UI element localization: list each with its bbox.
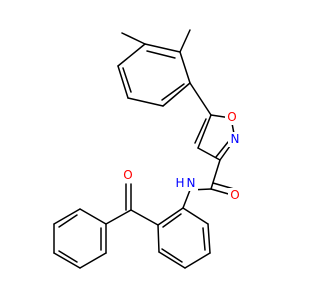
bond	[117, 43, 146, 67]
bond	[144, 43, 181, 53]
structure-diagram: O N H N O O	[53, 29, 242, 269]
amide-oxygen-label: O	[230, 188, 239, 202]
bond	[58, 250, 78, 263]
bond	[79, 208, 107, 225]
ring-oxygen-label: O	[227, 110, 236, 124]
bond	[182, 207, 209, 225]
bond-layer	[53, 29, 236, 269]
bond	[157, 207, 184, 226]
bond	[189, 82, 212, 116]
bond	[105, 209, 132, 225]
bond	[161, 248, 183, 263]
bond	[210, 159, 221, 190]
bond	[161, 83, 185, 101]
bond	[162, 82, 191, 107]
amide-nitrogen-label: N	[187, 176, 196, 190]
bond	[58, 214, 78, 228]
ring-nitrogen-mask	[228, 132, 242, 147]
bond	[194, 118, 207, 144]
bond	[53, 208, 81, 225]
ketone-oxygen-mask	[121, 168, 135, 183]
bond	[121, 32, 146, 45]
amide-oxygen-mask	[228, 188, 242, 203]
ring-nitrogen-label: N	[231, 132, 240, 146]
bond	[197, 114, 212, 149]
bond	[184, 252, 211, 269]
bond	[79, 252, 107, 269]
bond	[179, 29, 191, 53]
bond	[215, 141, 229, 158]
amide-nh-mask	[174, 176, 198, 191]
bond	[127, 97, 164, 107]
bond	[146, 50, 176, 59]
bond	[117, 65, 129, 99]
bond	[202, 227, 206, 251]
bond	[158, 251, 186, 269]
bond	[157, 224, 160, 253]
ketone-oxygen-label: O	[123, 168, 132, 182]
bond	[53, 252, 81, 269]
bond	[179, 51, 191, 84]
bond	[162, 213, 182, 228]
amide-hydrogen-label: H	[175, 176, 184, 190]
bond	[197, 147, 221, 161]
ring-oxygen-mask	[225, 110, 238, 125]
bond	[122, 67, 132, 93]
bond	[182, 189, 191, 209]
bond	[207, 223, 211, 254]
bond	[130, 209, 159, 226]
atom-labels: O N H N O O	[121, 110, 242, 203]
